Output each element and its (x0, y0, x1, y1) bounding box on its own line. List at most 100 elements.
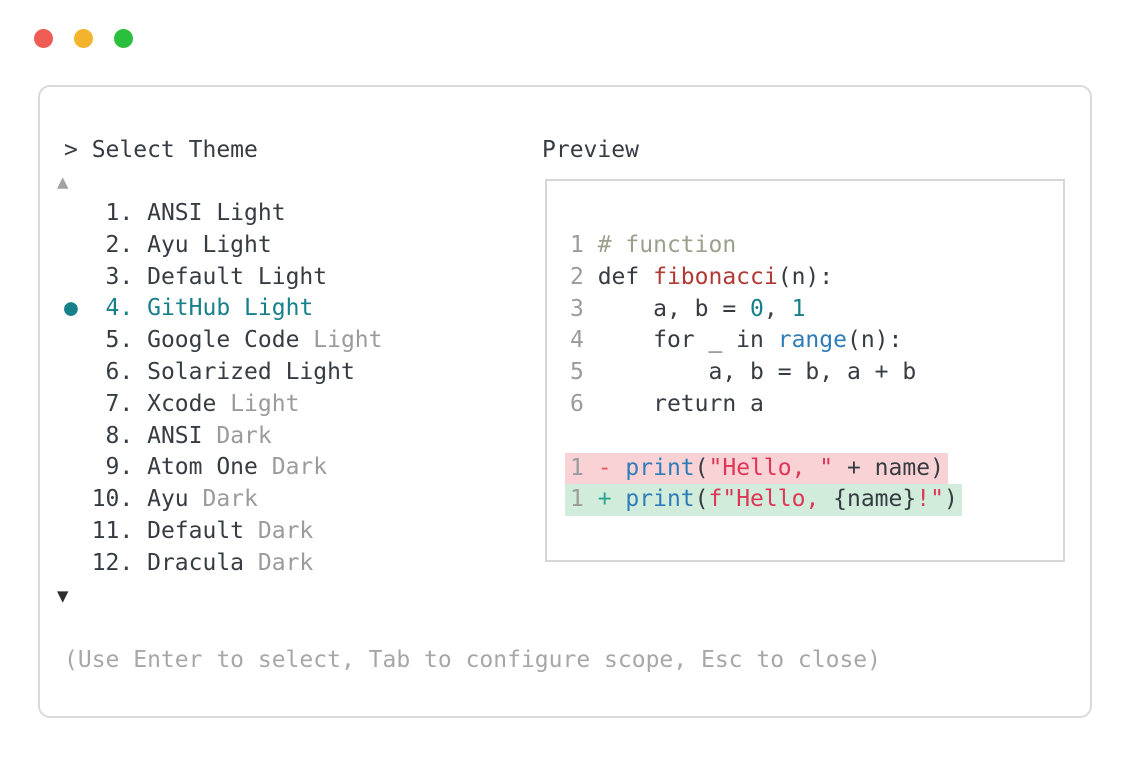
theme-item-1[interactable]: 1. ANSI Light (64, 198, 383, 230)
theme-name: ANSI (147, 422, 217, 449)
line-number: 1 (570, 486, 598, 513)
scroll-up-icon[interactable]: ▲ (57, 171, 69, 193)
preview-heading: Preview (542, 137, 639, 163)
code-token: + name) (833, 454, 944, 481)
theme-list: 1. ANSI Light 2. Ayu Light 3. Default Li… (64, 198, 383, 580)
line-number: 1 (570, 454, 598, 481)
code-token: {name} (833, 486, 917, 513)
bullet-spacer (64, 391, 92, 417)
theme-item-11[interactable]: 11. Default Dark (64, 516, 383, 548)
theme-selector-panel: > Select Theme ▲ 1. ANSI Light 2. Ayu Li… (38, 85, 1092, 718)
theme-name: Dark (202, 486, 258, 513)
theme-item-5[interactable]: 5. Google Code Light (64, 325, 383, 357)
zoom-button[interactable] (114, 29, 133, 48)
code-token: fibonacci (653, 263, 778, 290)
code-token: a, b = b, a + b (597, 359, 917, 386)
code-token: 1 (791, 295, 806, 322)
line-number: 6 (570, 390, 598, 417)
line-number: 5 (570, 359, 598, 386)
window-controls (34, 29, 133, 48)
theme-item-9[interactable]: 9. Atom One Dark (64, 452, 383, 484)
theme-number: 6. (91, 358, 148, 385)
theme-item-3[interactable]: 3. Default Light (64, 262, 383, 294)
bullet-spacer (64, 327, 92, 353)
code-token: for _ in (597, 327, 778, 354)
theme-number: 5. (91, 327, 148, 354)
code-line-content: 2 def fibonacci(n): (565, 262, 837, 294)
theme-name: Ayu (147, 486, 203, 513)
bullet-spacer (64, 200, 92, 226)
theme-name: Dark (257, 549, 314, 576)
diff-removed-line: 1 - print("Hello, " + name) (565, 452, 948, 485)
theme-item-2[interactable]: 2. Ayu Light (64, 230, 383, 262)
theme-item-7[interactable]: 7. Xcode Light (64, 389, 383, 421)
code-line: 5 a, b = b, a + b (547, 357, 1063, 389)
line-number: 3 (570, 295, 598, 322)
code-line-content: 1 # function (565, 230, 740, 262)
theme-number: 10. (91, 486, 148, 513)
theme-item-4[interactable]: ● 4. GitHub Light (64, 293, 383, 325)
code-token: def (597, 263, 654, 290)
help-text: (Use Enter to select, Tab to configure s… (64, 647, 881, 673)
theme-name: Atom One (147, 454, 272, 481)
diff-added-line: 1 + print(f"Hello, {name}!") (565, 484, 962, 517)
theme-number: 11. (91, 517, 148, 544)
code-line-content: 6 return a (565, 389, 768, 421)
theme-number: 4. (91, 295, 148, 322)
theme-name: Light (230, 390, 300, 417)
code-token: return a (597, 390, 764, 417)
code-line: 1 + print(f"Hello, {name}!") (547, 484, 1063, 517)
bullet-spacer (64, 359, 92, 385)
line-number: 1 (570, 232, 598, 258)
theme-number: 9. (91, 454, 148, 481)
code-token: f"Hello, (708, 486, 834, 513)
code-token: ) (943, 486, 958, 513)
bullet-spacer (64, 423, 92, 449)
theme-number: 7. (91, 390, 148, 417)
theme-name: Dark (271, 454, 328, 481)
theme-name: Dark (216, 422, 272, 449)
code-token: , (763, 295, 792, 322)
code-line: 1 # function (547, 230, 1063, 262)
code-line-content: 5 a, b = b, a + b (565, 357, 920, 389)
scroll-down-icon[interactable]: ▼ (57, 585, 69, 607)
minimize-button[interactable] (74, 29, 93, 48)
bullet-spacer (64, 454, 92, 480)
line-number: 4 (570, 327, 598, 354)
code-line-content: 4 for _ in range(n): (565, 325, 906, 357)
theme-name: ANSI Light (147, 200, 286, 226)
code-token: "Hello, " (708, 454, 834, 481)
theme-name: Solarized Light (147, 358, 355, 385)
theme-number: 2. (91, 231, 148, 258)
selected-bullet-icon: ● (64, 295, 92, 322)
code-token: 0 (750, 295, 764, 322)
theme-name: Dark (257, 517, 314, 544)
code-line-content: 3 a, b = 0, 1 (565, 294, 809, 326)
line-number: 2 (570, 263, 598, 290)
code-token: (n): (777, 263, 834, 290)
theme-number: 1. (91, 200, 148, 226)
code-token: + (597, 486, 626, 513)
theme-item-10[interactable]: 10. Ayu Dark (64, 484, 383, 516)
code-token: range (777, 327, 847, 354)
theme-item-8[interactable]: 8. ANSI Dark (64, 421, 383, 453)
code-line: 6 return a (547, 389, 1063, 421)
code-token: print (625, 486, 695, 513)
code-token: # function (597, 232, 737, 258)
theme-number: 3. (91, 263, 148, 290)
bullet-spacer (64, 232, 92, 258)
code-token: ( (694, 486, 709, 513)
code-token: (n): (846, 327, 903, 354)
theme-item-6[interactable]: 6. Solarized Light (64, 357, 383, 389)
code-token: a, b = (597, 295, 751, 322)
close-button[interactable] (34, 29, 53, 48)
theme-name: Light (313, 327, 383, 354)
theme-name: GitHub Light (147, 295, 314, 322)
code-token: !" (916, 486, 944, 513)
code-token: - (597, 454, 626, 481)
theme-item-12[interactable]: 12. Dracula Dark (64, 548, 383, 580)
bullet-spacer (64, 486, 92, 512)
code-line-blank (547, 421, 1063, 453)
